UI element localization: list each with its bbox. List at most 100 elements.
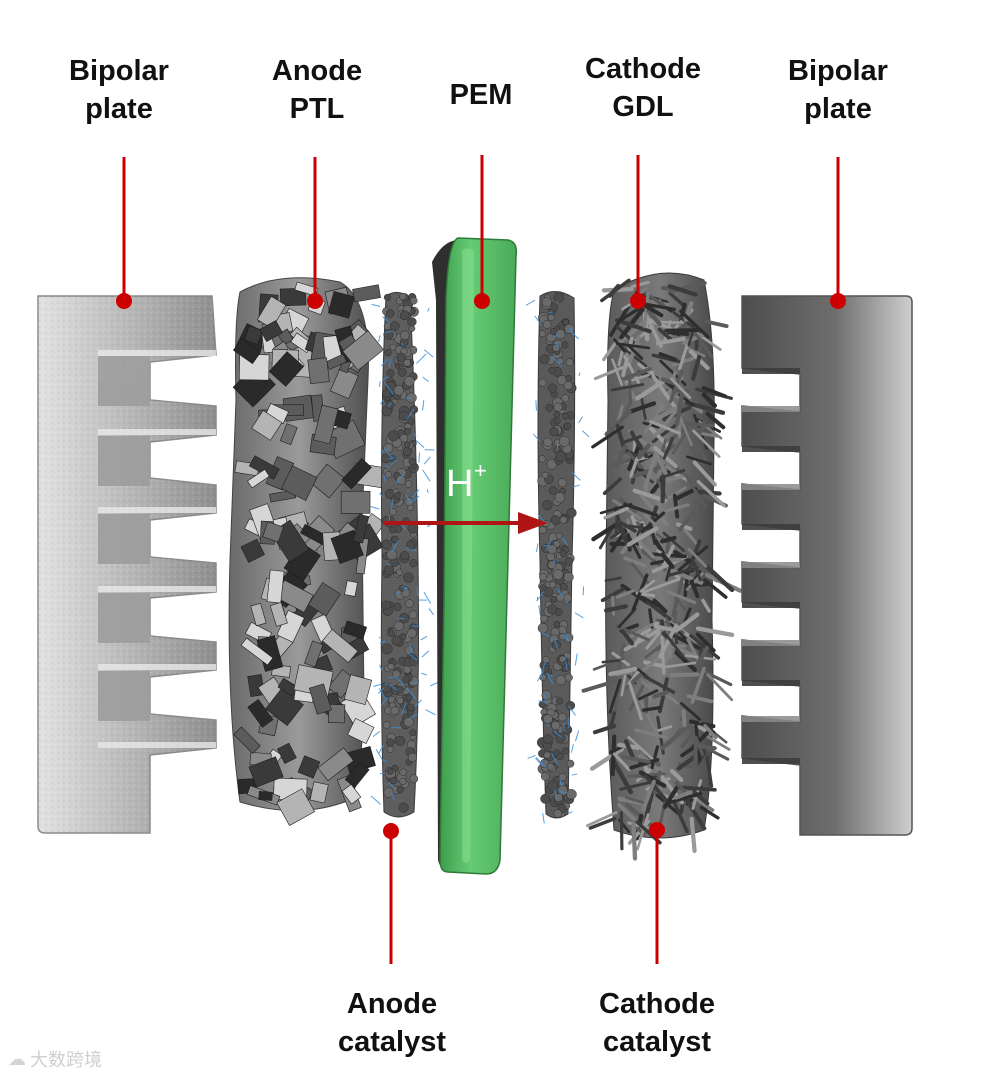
ionomer-fiber <box>422 651 429 657</box>
catalyst-particle <box>547 763 554 770</box>
catalyst-particle <box>539 330 545 336</box>
ionomer-fiber <box>407 634 408 638</box>
catalyst-particle <box>557 753 564 760</box>
leader-bipolar-left <box>116 157 132 309</box>
ionomer-fiber <box>424 592 431 603</box>
catalyst-particle <box>392 636 402 646</box>
ionomer-fiber <box>569 811 573 813</box>
catalyst-particle <box>549 486 557 494</box>
catalyst-particle <box>389 508 396 515</box>
catalyst-particle <box>400 778 407 785</box>
ptl-block <box>267 570 284 603</box>
catalyst-particle <box>539 456 546 463</box>
catalyst-particle <box>388 629 395 636</box>
catalyst-particle <box>549 581 555 587</box>
catalyst-particle <box>548 780 558 790</box>
catalyst-particle <box>390 322 399 331</box>
catalyst-particle <box>564 572 574 582</box>
label-line: Bipolar <box>788 52 888 90</box>
catalyst-particle <box>556 675 566 685</box>
pem-membrane-body <box>440 238 516 874</box>
ionomer-fiber <box>579 417 583 423</box>
gdl-fiber <box>684 711 685 725</box>
catalyst-particle <box>405 600 413 608</box>
catalyst-particle <box>403 573 413 583</box>
catalyst-particle <box>390 777 397 784</box>
catalyst-particle <box>550 596 557 603</box>
leader-bipolar-right <box>830 157 846 309</box>
catalyst-particle <box>395 736 405 746</box>
catalyst-particle <box>540 585 547 592</box>
catalyst-particle <box>541 794 550 803</box>
catalyst-particle <box>397 353 406 362</box>
gdl-fiber <box>603 661 619 663</box>
catalyst-particle <box>562 413 569 420</box>
catalyst-particle <box>554 418 560 424</box>
catalyst-particle <box>400 769 407 776</box>
leader-dot <box>307 293 323 309</box>
catalyst-particle <box>556 329 566 339</box>
anode-catalyst-layer <box>371 292 440 817</box>
catalyst-particle <box>558 713 566 721</box>
catalyst-particle <box>548 384 557 393</box>
catalyst-particle <box>383 721 390 728</box>
catalyst-particle <box>387 768 393 774</box>
catalyst-particle <box>390 527 396 533</box>
catalyst-particle <box>399 411 408 420</box>
leader-anode-catalyst <box>383 823 399 964</box>
catalyst-particle <box>556 533 562 539</box>
ionomer-fiber <box>416 354 426 364</box>
ionomer-fiber <box>579 372 580 376</box>
bipolar-plate-left <box>38 296 216 833</box>
anode-ptl <box>229 278 386 826</box>
catalyst-particle <box>385 349 392 356</box>
ionomer-fiber <box>406 398 413 399</box>
catalyst-particle <box>397 686 404 693</box>
catalyst-particle <box>559 436 569 446</box>
gdl-fiber <box>630 375 631 403</box>
ionomer-fiber <box>557 444 558 451</box>
catalyst-particle <box>404 717 414 727</box>
catalyst-particle <box>393 603 401 611</box>
gdl-fiber <box>692 819 695 851</box>
catalyst-particle <box>546 404 553 411</box>
cloud-logo-icon: ☁ <box>8 1049 26 1070</box>
gdl-fiber <box>663 477 664 501</box>
ionomer-fiber <box>539 605 540 615</box>
gdl-fiber <box>672 674 698 675</box>
catalyst-particle <box>554 810 562 818</box>
catalyst-particle <box>547 553 555 561</box>
catalyst-particle <box>394 492 401 499</box>
ionomer-fiber <box>543 813 545 823</box>
catalyst-particle <box>397 697 404 704</box>
catalyst-particle <box>388 696 395 703</box>
catalyst-particle <box>565 324 575 334</box>
label-line: Anode <box>272 52 362 90</box>
label-line: PEM <box>450 76 513 114</box>
ionomer-fiber <box>371 507 380 510</box>
catalyst-particle <box>547 604 557 614</box>
label-line: plate <box>69 90 169 128</box>
catalyst-particle <box>564 381 573 390</box>
catalyst-particle <box>403 666 411 674</box>
catalyst-particle <box>409 458 416 465</box>
catalyst-particle <box>399 293 406 300</box>
label-line: Cathode <box>599 985 715 1023</box>
catalyst-particle <box>562 748 568 754</box>
ionomer-fiber <box>427 489 428 493</box>
ionomer-fiber <box>379 381 380 386</box>
ionomer-fiber <box>373 731 380 736</box>
ionomer-fiber <box>419 452 420 462</box>
catalyst-particle <box>405 481 412 488</box>
proton-charge: + <box>474 458 487 483</box>
catalyst-particle <box>405 428 411 434</box>
label-cathode-gdl: Cathode GDL <box>585 50 701 126</box>
leader-dot <box>474 293 490 309</box>
ionomer-fiber <box>371 796 381 805</box>
catalyst-particle <box>554 403 563 412</box>
catalyst-particle <box>562 342 569 349</box>
leader-dot <box>830 293 846 309</box>
catalyst-particle <box>539 379 547 387</box>
